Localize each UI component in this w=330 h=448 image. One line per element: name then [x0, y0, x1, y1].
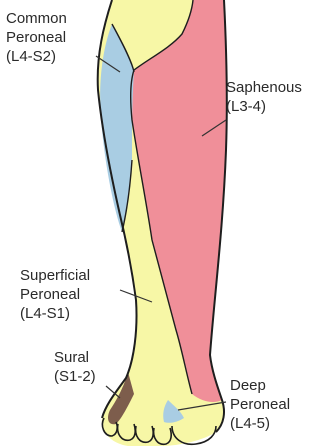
sural-roots: (S1-2) — [54, 367, 96, 386]
sural-name: Sural — [54, 348, 96, 367]
saphenous-name: Saphenous — [226, 78, 302, 97]
superficial-peroneal-roots: (L4-S1) — [20, 304, 90, 323]
superficial-peroneal-name2: Peroneal — [20, 285, 90, 304]
common-peroneal-roots: (L4-S2) — [6, 47, 67, 66]
superficial-peroneal-name: Superficial — [20, 266, 90, 285]
deep-peroneal-name: Deep — [230, 376, 290, 395]
deep-peroneal-name2: Peroneal — [230, 395, 290, 414]
saphenous-roots: (L3-4) — [226, 97, 302, 116]
label-common-peroneal: Common Peroneal (L4-S2) — [6, 9, 67, 66]
label-sural: Sural (S1-2) — [54, 348, 96, 386]
deep-peroneal-roots: (L4-5) — [230, 414, 290, 433]
label-superficial-peroneal: Superficial Peroneal (L4-S1) — [20, 266, 90, 323]
label-saphenous: Saphenous (L3-4) — [226, 78, 302, 116]
common-peroneal-name: Common — [6, 9, 67, 28]
label-deep-peroneal: Deep Peroneal (L4-5) — [230, 376, 290, 433]
common-peroneal-name2: Peroneal — [6, 28, 67, 47]
